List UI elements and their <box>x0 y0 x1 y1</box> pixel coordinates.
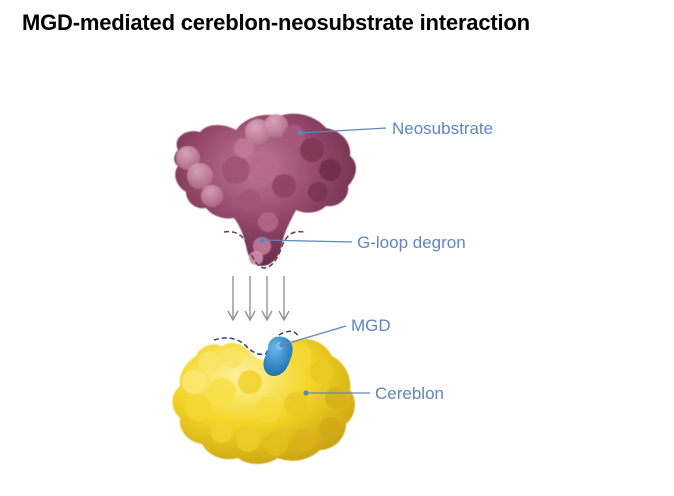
cereblon-pocket-dashed-outline <box>213 330 299 356</box>
label-g-loop-degron: G-loop degron <box>357 233 466 252</box>
label-cereblon: Cereblon <box>375 384 444 403</box>
page-title: MGD-mediated cereblon-neosubstrate inter… <box>22 10 530 35</box>
label-mgd: MGD <box>351 316 391 335</box>
cereblon-protein <box>172 338 355 464</box>
callout-lines <box>261 127 387 394</box>
degron-dashed-outline <box>223 230 305 269</box>
callout-dots <box>259 130 309 396</box>
binding-arrows <box>227 276 290 322</box>
label-neosubstrate: Neosubstrate <box>392 119 493 138</box>
neosubstrate-protein <box>174 113 356 266</box>
